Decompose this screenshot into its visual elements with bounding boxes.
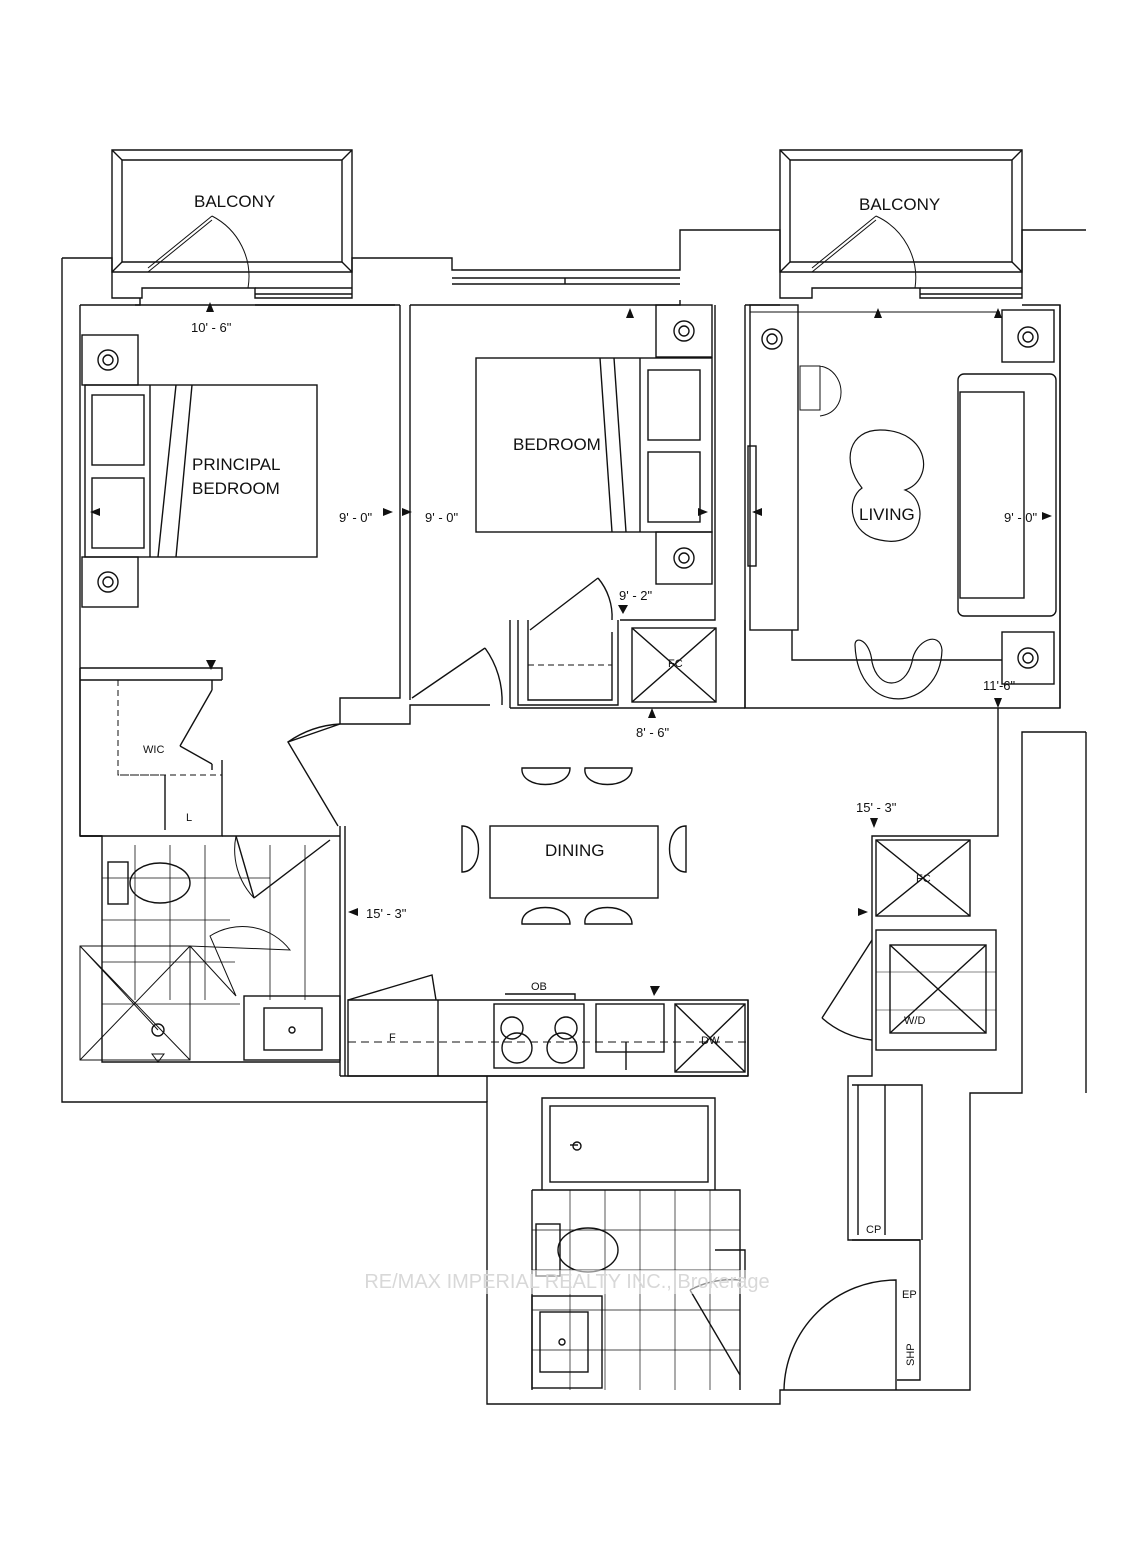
dim-dining-depth: 15' - 3" xyxy=(366,906,407,921)
label-balcony-left: BALCONY xyxy=(194,192,275,211)
balcony-right xyxy=(779,149,1023,295)
label-coat: CP xyxy=(866,1224,881,1236)
bedroom-window xyxy=(452,277,680,285)
label-principal-line2: BEDROOM xyxy=(192,479,280,498)
dim-living-width: 11'-6" xyxy=(983,678,1016,693)
dim-principal-width: 10' - 6" xyxy=(191,320,232,335)
dimension-markers xyxy=(90,302,1052,1063)
dim-bedroom-width2: 8' - 6" xyxy=(636,725,669,740)
label-principal-line1: PRINCIPAL xyxy=(192,455,281,474)
label-fc-hall: FC xyxy=(916,873,931,885)
watermark: RE/MAX IMPERIAL REALTY INC., Brokerage xyxy=(340,1270,794,1294)
bedroom-bed xyxy=(475,304,713,585)
dim-bedroom-width: 9' - 2" xyxy=(619,588,652,603)
bedroom-closet xyxy=(517,577,717,706)
principal-ensuite xyxy=(79,835,341,1061)
label-washer-dryer: W/D xyxy=(904,1015,925,1027)
label-ep: EP xyxy=(902,1289,917,1301)
label-fridge: F xyxy=(389,1032,396,1044)
label-living: LIVING xyxy=(859,505,915,524)
living-furniture xyxy=(747,304,1057,700)
label-oven: OB xyxy=(531,981,547,993)
principal-bed xyxy=(81,334,318,608)
label-shp: SHP xyxy=(905,1343,917,1366)
label-fc-bedroom: FC xyxy=(668,658,683,670)
label-dishwasher: DW xyxy=(701,1035,720,1047)
exterior-walls xyxy=(61,229,1087,1405)
dim-living-length: 15' - 3" xyxy=(856,800,897,815)
wic-closet xyxy=(117,680,222,830)
main-bath xyxy=(531,1105,740,1390)
hall-closets xyxy=(875,839,997,1051)
balcony-left xyxy=(111,149,353,295)
dim-living-depth: 9' - 0" xyxy=(1004,510,1037,525)
label-wic: WIC xyxy=(143,744,164,756)
label-linen: L xyxy=(186,812,192,824)
dining-table xyxy=(461,767,687,925)
dim-bedroom-depth: 9' - 0" xyxy=(425,510,458,525)
kitchen xyxy=(347,974,749,1077)
coat-closet xyxy=(852,1084,923,1241)
dim-principal-depth: 9' - 0" xyxy=(339,510,372,525)
label-bedroom: BEDROOM xyxy=(513,435,601,454)
label-dining: DINING xyxy=(545,841,605,860)
label-balcony-right: BALCONY xyxy=(859,195,940,214)
